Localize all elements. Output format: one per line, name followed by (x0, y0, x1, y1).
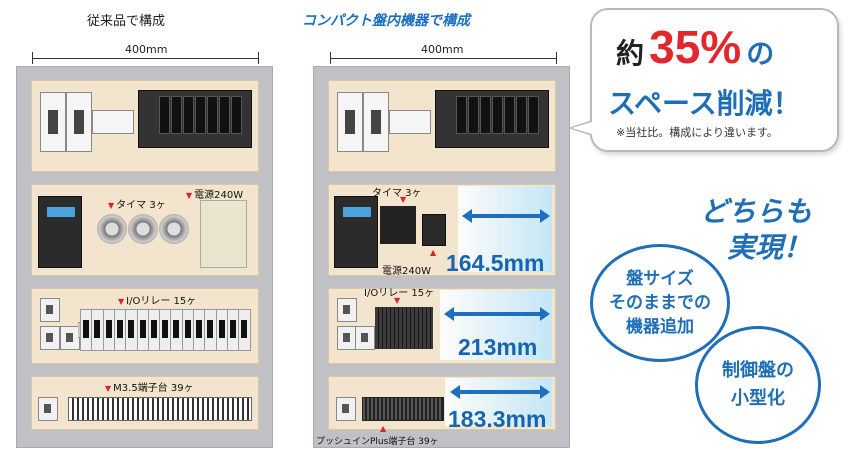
io-relay (238, 309, 252, 351)
terminal-block (362, 397, 444, 421)
inverter (38, 196, 82, 268)
circle1-line2: そのままでの (609, 293, 711, 313)
marker-triangle-icon: ▼ (394, 296, 401, 305)
timer (159, 214, 189, 244)
circle1-line1: 盤サイズ (626, 269, 694, 289)
small-breaker (337, 326, 357, 350)
headline-line1: どちらも (700, 195, 813, 228)
timer (97, 214, 127, 244)
dim-tick-right (258, 52, 259, 64)
measure-183: 183.3mm (448, 406, 547, 432)
breaker (66, 92, 92, 152)
small-breaker (337, 298, 357, 322)
io-relay (226, 309, 240, 351)
circle-add-equipment: 盤サイズ そのままでの 機器追加 (590, 244, 730, 362)
callout-tail-inner (572, 120, 598, 136)
compact-timers (380, 206, 416, 244)
circle1-line3: 機器追加 (626, 317, 694, 337)
left-relay-label: ▼I/Oリレー 15ヶ (118, 296, 197, 307)
right-title: コンパクト盤内機器で構成 (302, 13, 470, 29)
breaker (389, 110, 431, 134)
measure-164: 164.5mm (446, 250, 545, 276)
left-terminal-label: ▼M3.5端子台 39ヶ (105, 383, 194, 394)
freed-space (458, 186, 552, 272)
freed-space (440, 290, 552, 360)
dim-tick-right (556, 52, 557, 64)
compact-power-supply (422, 214, 446, 246)
left-title: 従来品で構成 (87, 14, 166, 29)
callout-note: ※当社比。構成により違います。 (616, 126, 778, 139)
marker-triangle-up-icon: ▲ (380, 424, 387, 433)
marker-triangle-up-icon: ▲ (430, 248, 437, 257)
right-psu-label: 電源240W (382, 266, 431, 277)
io-relay (147, 309, 161, 351)
callout-bubble: 約 35% の スペース削減！ ※当社比。構成により違います。 (590, 8, 839, 152)
right-dimension-line (330, 58, 556, 59)
left-dimension-label: 400mm (122, 43, 171, 56)
marker-triangle-icon: ▼ (108, 201, 115, 210)
marker-triangle-icon: ▼ (105, 384, 112, 393)
power-supply (200, 200, 247, 268)
left-timer-label: ▼タイマ 3ヶ (108, 200, 166, 211)
right-timer-label: タイマ 3ヶ (372, 188, 422, 199)
small-breaker (40, 326, 60, 350)
left-psu-label: ▼電源240W (186, 190, 244, 201)
callout-percent: 35% (649, 21, 742, 73)
small-breaker (40, 298, 60, 322)
circle2-line2: 小型化 (731, 388, 785, 409)
timer (128, 214, 158, 244)
io-relay (193, 309, 206, 351)
right-terminal-label: プッシュインPlus端子台 39ヶ (316, 437, 439, 447)
terminal-block (68, 397, 252, 421)
width-arrow (444, 307, 550, 321)
small-breaker (38, 397, 58, 421)
circle2-line1: 制御盤の (722, 360, 794, 381)
marker-triangle-icon: ▼ (186, 191, 193, 200)
callout-suffix: の (746, 37, 775, 70)
marker-triangle-icon: ▼ (400, 195, 407, 204)
callout-line1: 約 35% の (616, 20, 774, 74)
measure-213: 213mm (458, 334, 538, 360)
circle-downsize: 制御盤の 小型化 (695, 326, 821, 444)
marker-triangle-icon: ▼ (118, 297, 125, 306)
small-breaker (355, 326, 375, 350)
breaker (92, 110, 134, 134)
small-breaker (60, 326, 80, 350)
breaker (337, 92, 363, 152)
freed-space (445, 378, 552, 426)
compact-relay-bank (375, 307, 433, 349)
left-dimension-line (32, 58, 258, 59)
right-dimension-label: 400mm (418, 43, 467, 56)
width-arrow (450, 385, 550, 399)
callout-line2: スペース削減！ (608, 87, 801, 120)
width-arrow (462, 209, 550, 223)
breaker (363, 92, 389, 152)
small-breaker (336, 397, 356, 421)
plc-unit (435, 90, 549, 148)
plc-unit (138, 90, 252, 148)
inverter (334, 196, 378, 268)
breaker (40, 92, 66, 152)
right-relay-label: I/Oリレー 15ヶ (364, 288, 435, 299)
callout-prefix: 約 (616, 37, 645, 70)
headline-line2: 実現！ (727, 231, 812, 264)
